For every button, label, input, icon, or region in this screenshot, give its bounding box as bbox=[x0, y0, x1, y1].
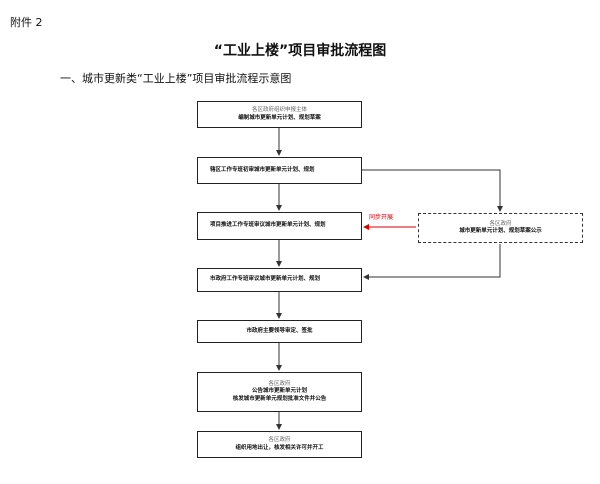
attachment-label: 附件 2 bbox=[10, 16, 43, 29]
step5-text: 市政府主要领导审定、签批 bbox=[246, 327, 313, 334]
step1-text: 编制城市更新单元计划、规划草案 bbox=[238, 114, 321, 121]
side-header: 各区政府 bbox=[489, 220, 512, 227]
sync-label: 同步开展 bbox=[369, 214, 394, 221]
section-heading: 一、城市更新类“工业上楼”项目审批流程示意图 bbox=[60, 72, 292, 85]
step7-text: 组织用地出让，核发相关许可并开工 bbox=[235, 444, 324, 451]
step6-line2: 核发城市更新单元规划批准文件并公告 bbox=[232, 395, 327, 402]
flow-step-6: 各区政府 公告城市更新单元计划 核发城市更新单元规划批准文件并公告 bbox=[197, 372, 362, 412]
page-title: “工业上楼”项目审批流程图 bbox=[213, 43, 387, 59]
step6-header: 各区政府 bbox=[268, 380, 291, 387]
side-text: 城市更新单元计划、规划草案公示 bbox=[459, 228, 542, 234]
arrow-side-step4 bbox=[363, 244, 501, 280]
step6-line1: 公告城市更新单元计划 bbox=[251, 388, 307, 395]
flow-step-7: 各区政府 组织用地出让，核发相关许可并开工 bbox=[197, 431, 362, 458]
flow-step-1: 各区政府组织申报主体 编制城市更新单元计划、规划草案 bbox=[197, 101, 362, 128]
step2-text: 辖区工作专班初审城市更新单元计划、规划 bbox=[210, 166, 315, 173]
step1-header: 各区政府组织申报主体 bbox=[251, 107, 307, 114]
step7-header: 各区政府 bbox=[268, 437, 291, 444]
step3-text: 项目推进工作专班审议城市更新单元计划、规划 bbox=[210, 222, 326, 229]
step4-text: 市政府工作专班审议城市更新单元计划、规划 bbox=[210, 276, 321, 283]
flow-step-2: 辖区工作专班初审城市更新单元计划、规划 bbox=[197, 157, 362, 184]
flow-step-5: 市政府主要领导审定、签批 bbox=[197, 320, 362, 343]
flow-step-3: 项目推进工作专班审议城市更新单元计划、规划 bbox=[197, 212, 362, 240]
arrow-step2-side bbox=[362, 169, 503, 212]
flow-step-4: 市政府工作专班审议城市更新单元计划、规划 bbox=[197, 268, 362, 292]
flow-side-publicity: 各区政府 城市更新单元计划、规划草案公示 bbox=[418, 213, 583, 243]
